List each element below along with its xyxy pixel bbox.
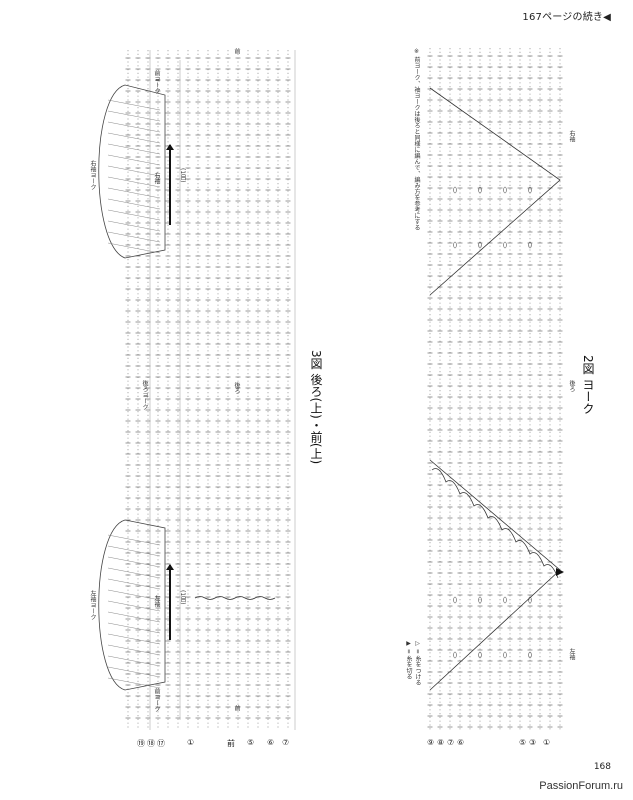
f3-sleeve-stitch bbox=[107, 545, 161, 557]
f3-sleeve-stitch bbox=[107, 231, 161, 243]
f2-stitch-oval bbox=[478, 651, 482, 659]
f3-row-marker: 前 bbox=[227, 739, 235, 748]
f3-sleeve-stitch bbox=[107, 198, 161, 210]
watermark-site: PassionForum.ru bbox=[539, 780, 623, 792]
page-number: 168 bbox=[593, 762, 611, 772]
f2-stitch-oval bbox=[453, 241, 457, 249]
f3-label-back-yoke: 後ろヨーク bbox=[141, 380, 148, 410]
f2-label-left-sleeve: 左袖 bbox=[568, 648, 575, 660]
f3-sleeve-stitch bbox=[107, 99, 161, 111]
f3-sleeve-stitch bbox=[107, 534, 161, 546]
f3-row-marker: ⑰ bbox=[157, 739, 165, 748]
f3-sleeve-stitch bbox=[107, 633, 161, 645]
f3-arrow-icon bbox=[166, 144, 174, 150]
f3-sleeve-stitch bbox=[107, 187, 161, 199]
f2-legend-attach: ▷ = 糸をつける bbox=[414, 640, 421, 686]
f2-raglan-right bbox=[429, 87, 561, 296]
f2-chain-arcs bbox=[431, 468, 559, 579]
f2-row-marker: ③ bbox=[529, 738, 537, 747]
f3-sleeve-stitch bbox=[107, 110, 161, 122]
f3-sleeve-stitch bbox=[107, 600, 161, 612]
f3-sleeve-stitch bbox=[107, 176, 161, 188]
f3-label-right-sleeve: 右袖 bbox=[153, 172, 160, 184]
f2-stitch-oval bbox=[453, 596, 457, 604]
f3-label-left-sleeve-yoke: 左袖ヨーク bbox=[89, 590, 96, 620]
f3-sleeve-stitch bbox=[107, 666, 161, 678]
f3-sleeve-stitch bbox=[107, 644, 161, 656]
f2-label-back: 後ろ bbox=[568, 380, 575, 392]
f3-arrow-icon bbox=[166, 564, 174, 570]
f3-sleeve-stitch bbox=[107, 677, 161, 689]
f3-sleeve-stitch bbox=[107, 589, 161, 601]
f3-sleeve-stitch bbox=[107, 154, 161, 166]
f3-sleeve-stitch bbox=[107, 143, 161, 155]
f3-label-left-sleeve: 左袖 bbox=[153, 595, 160, 607]
f3-label-right-sleeve-yoke: 右袖ヨーク bbox=[89, 160, 96, 190]
f3-sleeve-stitch bbox=[107, 578, 161, 590]
f3-sleeve-stitch bbox=[107, 220, 161, 232]
figure2-note: ※ 前ヨーク、袖ヨークは後ろと同様に編んで、編み方を参考にする bbox=[413, 48, 420, 231]
f3-label-back: 後ろ bbox=[233, 382, 240, 394]
f2-stitch-oval bbox=[453, 186, 457, 194]
f3-row-marker: ① bbox=[187, 738, 195, 747]
f3-right-sleeve-outline bbox=[98, 84, 166, 259]
f2-stitch-oval bbox=[528, 186, 532, 194]
f3-row-marker: ⑤ bbox=[247, 738, 255, 747]
f3-row-marker: ⑱ bbox=[147, 739, 155, 748]
f3-sleeve-stitch bbox=[107, 132, 161, 144]
f3-sleeve-stitch bbox=[107, 622, 161, 634]
f3-sleeve-stitch bbox=[107, 165, 161, 177]
f2-stitch-oval bbox=[503, 651, 507, 659]
f3-sleeve-stitch bbox=[107, 567, 161, 579]
f2-cut-yarn-marker-icon bbox=[556, 568, 564, 576]
f3-left-sleeve-outline bbox=[98, 519, 166, 691]
f2-stitch-oval bbox=[528, 651, 532, 659]
continued-from-page-label: 167ページの続き◀ bbox=[522, 12, 611, 23]
f3-label-front-yoke-bottom: 前ヨーク bbox=[153, 688, 160, 712]
f2-raglan-left bbox=[429, 459, 561, 691]
f3-label-front-bottom: 前 bbox=[233, 705, 240, 711]
f2-stitch-oval bbox=[453, 651, 457, 659]
f3-sleeve-stitch bbox=[107, 556, 161, 568]
f3-sleeve-stitch bbox=[107, 121, 161, 133]
f3-sleeve-stitch bbox=[107, 209, 161, 221]
f3-row-marker: ⑥ bbox=[267, 738, 275, 747]
f3-chain-wave bbox=[194, 596, 276, 600]
f2-stitch-oval bbox=[528, 241, 532, 249]
figure2-title: 2図 ヨーク bbox=[581, 355, 595, 415]
f2-row-marker: ⑦ bbox=[447, 738, 455, 747]
f3-row-marker: ⑲ bbox=[137, 739, 145, 748]
f3-label-sew-top: (1目) bbox=[179, 168, 186, 183]
f2-row-marker: ⑥ bbox=[457, 738, 465, 747]
f2-row-marker: ⑨ bbox=[427, 738, 435, 747]
f3-sleeve-stitch bbox=[107, 611, 161, 623]
f3-sleeve-stitch bbox=[107, 242, 161, 254]
f2-stitch-oval bbox=[503, 241, 507, 249]
f2-legend-cut: ▶ = 糸を切る bbox=[405, 640, 412, 680]
f2-row-marker: ① bbox=[543, 738, 551, 747]
f2-stitch-oval bbox=[528, 596, 532, 604]
figure3-title: 3図 後ろ(上)・前(上) bbox=[309, 350, 323, 465]
f3-label-front-yoke-top: 前ヨーク bbox=[153, 70, 160, 94]
f2-stitch-oval bbox=[478, 241, 482, 249]
f2-label-right-sleeve: 右袖 bbox=[568, 130, 575, 142]
f3-label-sew-bottom: (1目) bbox=[179, 590, 186, 605]
f2-row-marker: ⑤ bbox=[519, 738, 527, 747]
f3-row-marker: ⑦ bbox=[282, 738, 290, 747]
f2-stitch-oval bbox=[503, 186, 507, 194]
f2-stitch-oval bbox=[503, 596, 507, 604]
f3-label-front-top: 前 bbox=[233, 48, 240, 54]
f2-stitch-oval bbox=[478, 186, 482, 194]
f2-stitch-oval bbox=[478, 596, 482, 604]
f2-row-marker: ⑧ bbox=[437, 738, 445, 747]
f3-sleeve-stitch bbox=[107, 655, 161, 667]
